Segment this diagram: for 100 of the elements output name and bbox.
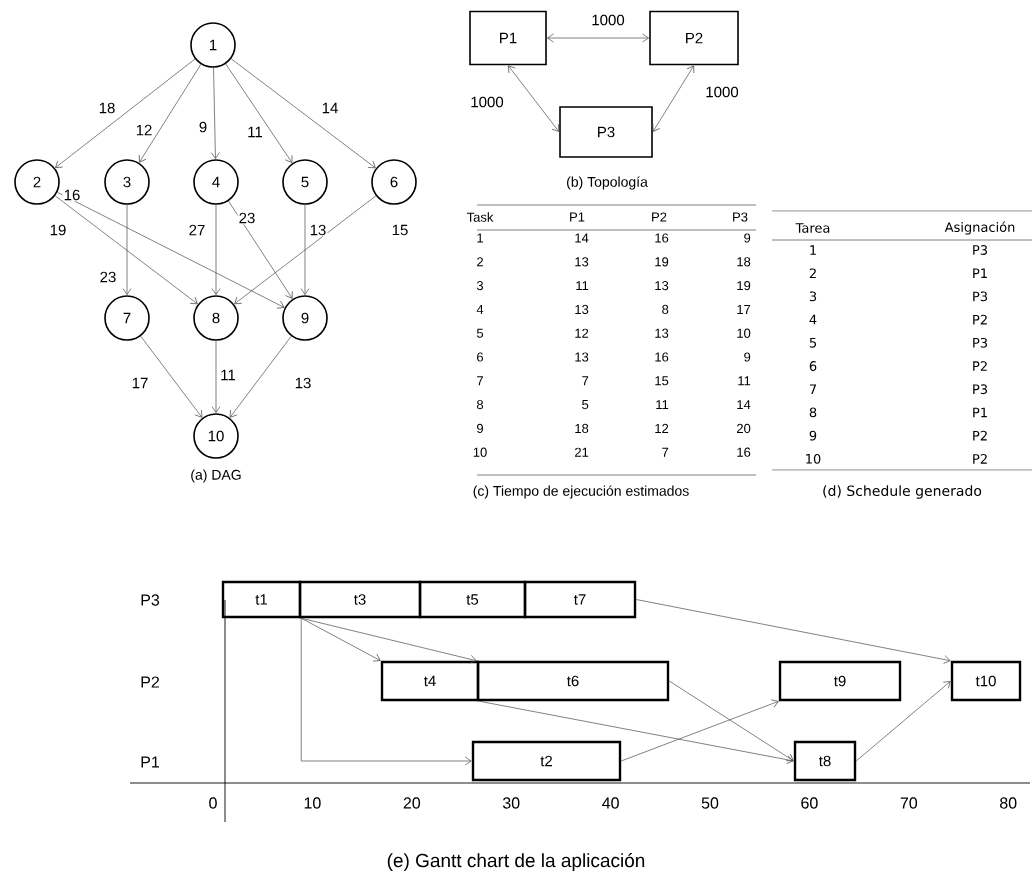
tick-label: 70 <box>900 797 918 809</box>
table-cell: 21 <box>575 447 589 457</box>
table-cell: 4 <box>476 304 484 314</box>
arrow <box>228 200 293 299</box>
table-header: P1 <box>570 212 585 222</box>
table-cell: P3 <box>973 291 988 302</box>
arrow <box>54 195 198 305</box>
arrow <box>668 680 794 762</box>
table-header: Tarea <box>795 223 830 233</box>
table-cell: 8 <box>809 407 817 418</box>
arrow <box>547 33 649 43</box>
table-cell: 11 <box>656 400 669 410</box>
task-bar: t1 <box>221 580 302 619</box>
table-cell: P3 <box>973 245 988 255</box>
arrow <box>55 58 196 168</box>
arrow <box>211 340 221 413</box>
edge-label: 14 <box>320 101 340 115</box>
table-cell: 4 <box>809 314 817 325</box>
table-cell: P2 <box>973 314 987 325</box>
edge-label: 27 <box>187 223 207 237</box>
table-header: P2 <box>652 212 667 222</box>
table-cell: P1 <box>973 268 987 278</box>
edge-label: 9 <box>197 120 209 134</box>
task-bar: t6 <box>476 660 670 702</box>
table-cell: 7 <box>809 384 817 394</box>
table-cell: 13 <box>655 328 669 338</box>
table-cell: 19 <box>737 281 751 291</box>
arrow <box>211 67 220 159</box>
table-cell: 14 <box>575 233 589 243</box>
arrow <box>122 204 132 295</box>
tick-label: 80 <box>1000 797 1017 809</box>
tick-label: 40 <box>602 797 619 809</box>
table-cell: 20 <box>737 423 751 433</box>
table-cell: P2 <box>973 361 987 371</box>
table-cell: 6 <box>809 361 817 371</box>
table-header: P3 <box>733 212 748 222</box>
arrow <box>225 63 293 163</box>
table-cell: P1 <box>973 407 987 418</box>
table-cell: 11 <box>576 281 589 291</box>
processor-box: P2 <box>649 10 739 66</box>
table-cell: 11 <box>738 376 751 386</box>
task-bar: t10 <box>950 660 1022 702</box>
table-cell: 9 <box>744 233 751 243</box>
task-bar: t4 <box>380 660 480 702</box>
arrow <box>230 58 376 169</box>
table-cell: 16 <box>655 352 669 362</box>
table-cell: 18 <box>737 257 751 267</box>
table-cell: 7 <box>582 376 589 386</box>
arrow <box>478 700 794 765</box>
table-cell: 1 <box>477 233 483 243</box>
arrow <box>508 65 560 132</box>
edge-label: 23 <box>98 270 118 284</box>
arrow <box>635 599 951 664</box>
table-cell: 13 <box>575 257 589 267</box>
table-cell: 3 <box>809 291 817 302</box>
table-cell: 5 <box>582 400 589 410</box>
subfigure-caption: (d) Schedule generado <box>823 485 982 499</box>
figure-caption: (e) Gantt chart de la aplicación <box>387 853 645 871</box>
task-bar: t8 <box>793 740 857 782</box>
tick-label: 50 <box>701 797 719 809</box>
table-cell: 9 <box>744 352 751 362</box>
edge-label: 13 <box>293 376 313 390</box>
table-cell: 9 <box>477 423 483 433</box>
table-cell: 14 <box>737 400 751 410</box>
arrow <box>620 699 779 762</box>
edge-label: 17 <box>130 376 150 390</box>
processor-box: P1 <box>469 10 547 66</box>
table-cell: 10 <box>806 453 821 464</box>
table-cell: 10 <box>737 328 751 338</box>
arrow <box>652 65 695 132</box>
table-cell: 6 <box>477 352 484 362</box>
tick-label: 10 <box>304 797 321 809</box>
edge-label: 13 <box>308 223 328 237</box>
table-cell: 3 <box>476 281 484 291</box>
table-cell: 12 <box>575 328 589 338</box>
task-bar: t3 <box>298 580 422 619</box>
table-cell: P3 <box>973 384 988 395</box>
table-cell: 5 <box>476 328 484 338</box>
table-cell: P2 <box>973 454 987 464</box>
arrow <box>300 617 477 664</box>
tick-label: 20 <box>403 797 421 809</box>
edge-label: 23 <box>237 211 257 225</box>
edge-label: 11 <box>219 368 237 382</box>
subfigure-caption: (c) Tiempo de ejecución estimados <box>473 485 689 499</box>
table-header: Task <box>466 212 494 222</box>
table-cell: 2 <box>809 268 816 279</box>
edge-label: 1000 <box>590 13 626 27</box>
task-bar: t7 <box>523 580 637 619</box>
arrow <box>300 204 310 295</box>
edge-label: 15 <box>390 223 410 237</box>
table-cell: 1 <box>810 245 816 255</box>
table-cell: 2 <box>477 257 483 267</box>
table-cell: 9 <box>809 430 817 441</box>
edge-label: 11 <box>246 125 264 139</box>
arrow <box>300 617 472 766</box>
tick-label: 0 <box>209 797 217 809</box>
edge-label: 1000 <box>704 85 740 99</box>
table-cell: 7 <box>662 447 669 457</box>
edge-label: 18 <box>97 101 117 115</box>
table-cell: 7 <box>477 376 483 386</box>
